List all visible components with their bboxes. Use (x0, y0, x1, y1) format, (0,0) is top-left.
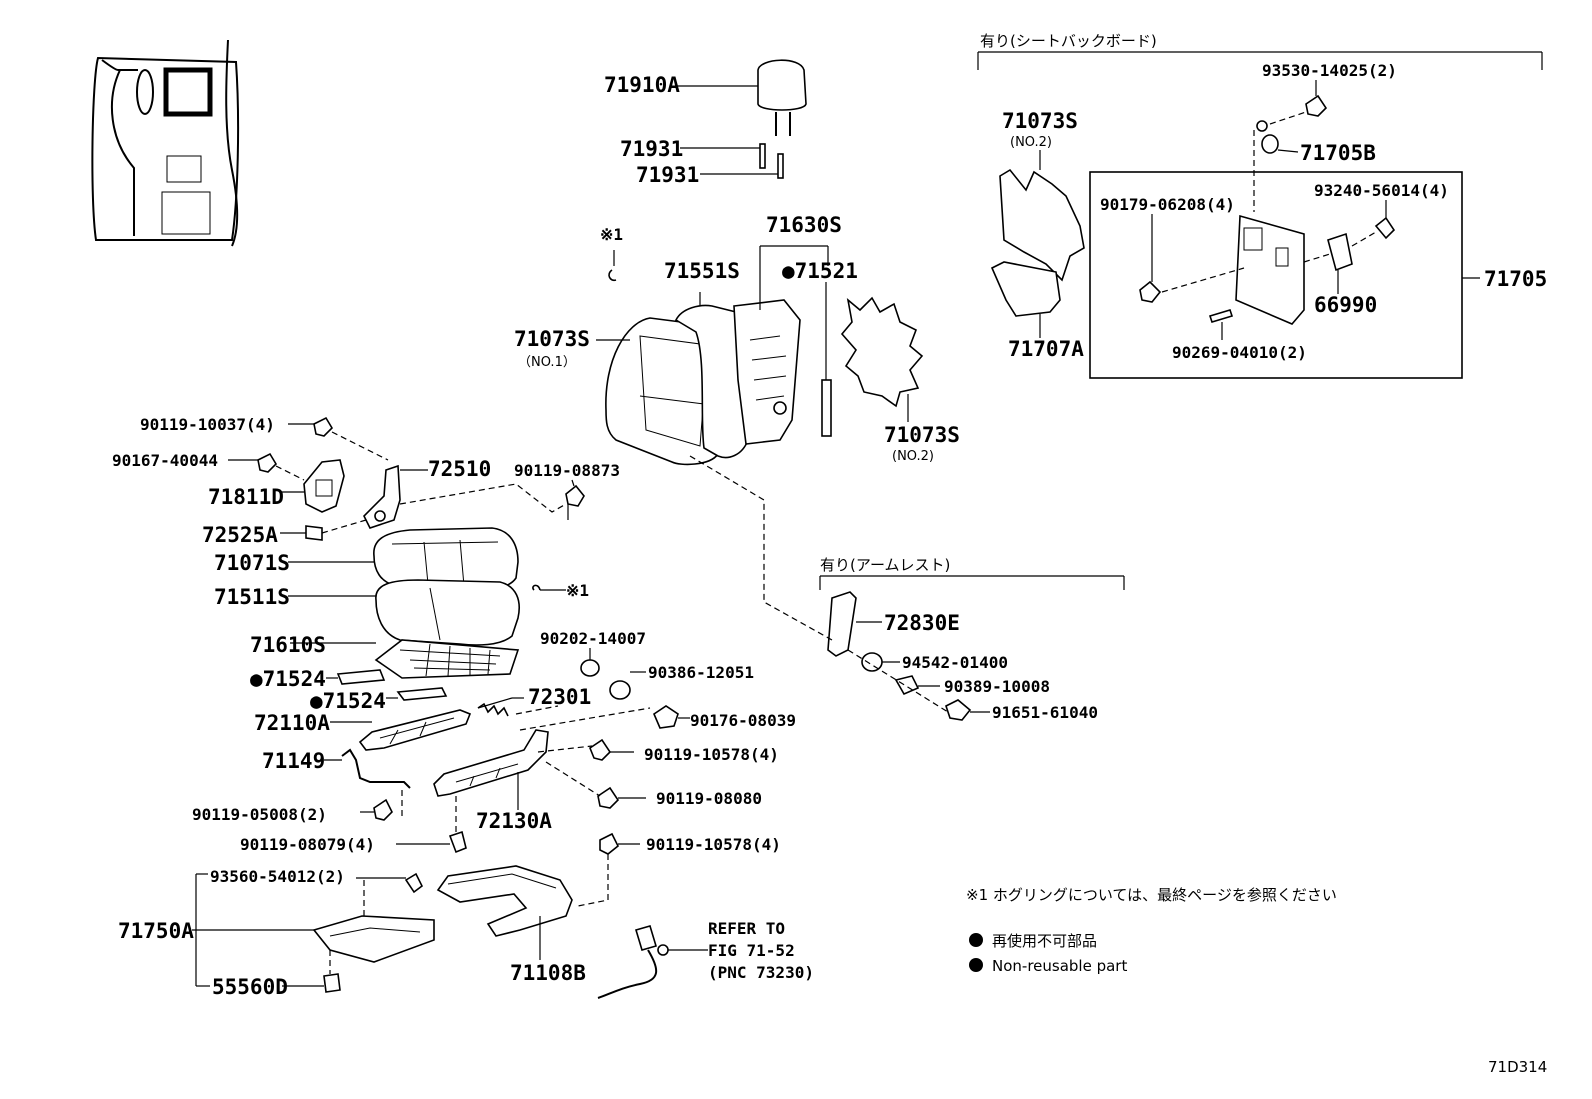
cushion-frame-part (290, 639, 520, 679)
label-71931-a: 71931 (620, 137, 683, 161)
armrest-header: 有り(アームレスト) (820, 556, 950, 574)
label-71521: ●71521 (782, 259, 858, 283)
label-71524-a: ●71524 (250, 667, 326, 691)
label-71610S: 71610S (250, 633, 326, 657)
label-90167-40044: 90167-40044 (112, 451, 218, 470)
headrest-guide-parts (680, 143, 784, 179)
label-72830E: 72830E (884, 611, 960, 635)
label-no1: （NO.1） (518, 355, 576, 370)
note-nonreusable-en: Non-reusable part (992, 957, 1127, 975)
label-90119-08079: 90119-08079(4) (240, 835, 375, 854)
label-71811D: 71811D (208, 485, 284, 509)
diagram-id: 71D314 (1488, 1058, 1547, 1076)
note-hog-ring: ※1 ホグリングについては、最終ページを参照ください (966, 886, 1337, 904)
label-94542-01400: 94542-01400 (902, 653, 1008, 672)
label-93530-14025: 93530-14025(2) (1262, 61, 1397, 80)
bracket-71750A-leaders (192, 873, 406, 987)
label-71524-b: ●71524 (310, 689, 386, 713)
vehicle-location-inset (91, 39, 240, 247)
label-71511S: 71511S (214, 585, 290, 609)
seat-cushion-cover-part (288, 527, 519, 590)
under-seat-riser-part (436, 865, 573, 960)
armrest-bracket-group (689, 455, 1125, 721)
seatback-board-part (840, 296, 924, 422)
label-refer-to: REFER TO (708, 919, 785, 938)
legend-bullet-en (969, 958, 983, 972)
legend-bullet-jp (969, 933, 983, 947)
label-no2-top: (NO.2) (1010, 135, 1052, 150)
label-no2-mid: (NO.2) (892, 449, 934, 464)
label-90202-14007: 90202-14007 (540, 629, 646, 648)
label-93240-56014: 93240-56014(4) (1314, 181, 1449, 200)
hog-ring-mid (532, 584, 566, 591)
label-72130A: 72130A (476, 809, 552, 833)
label-star1-top: ※1 (600, 225, 623, 244)
label-71750A: 71750A (118, 919, 194, 943)
label-72301: 72301 (528, 685, 591, 709)
under-seat-tray-part (312, 872, 435, 993)
seat-cushion-pad-part (288, 579, 520, 646)
adjuster-spring-part (477, 697, 524, 717)
label-refer-fig: FIG 71-52 (708, 941, 795, 960)
label-90119-05008: 90119-05008(2) (192, 805, 327, 824)
adjuster-bar-part (324, 748, 411, 789)
label-71931-b: 71931 (636, 163, 699, 187)
label-55560D: 55560D (212, 975, 288, 999)
seatback-frame-part (733, 245, 829, 445)
label-71707A: 71707A (1008, 337, 1084, 361)
label-90179-06208: 90179-06208(4) (1100, 195, 1235, 214)
label-star1-mid: ※1 (566, 581, 589, 600)
label-90119-08873: 90119-08873 (514, 461, 620, 480)
label-71705: 71705 (1484, 267, 1547, 291)
reclining-cover-part (280, 459, 345, 513)
label-71705B: 71705B (1300, 141, 1376, 165)
hog-ring-top (608, 250, 617, 282)
label-71149: 71149 (262, 749, 325, 773)
label-71073S-no1: 71073S (514, 327, 590, 351)
seat-belt-harness-part (597, 925, 708, 999)
seat-track-outer-part (433, 705, 559, 810)
seatback-wire-part (821, 282, 832, 437)
label-71630S: 71630S (766, 213, 842, 237)
label-71073S-no2-mid: 71073S (884, 423, 960, 447)
label-90269-04010: 90269-04010(2) (1172, 343, 1307, 362)
label-66990: 66990 (1314, 293, 1377, 317)
label-72510: 72510 (428, 457, 491, 481)
seat-track-inner-part (330, 709, 472, 751)
label-90119-08080: 90119-08080 (656, 789, 762, 808)
label-72110A: 72110A (254, 711, 330, 735)
label-90119-10578-b: 90119-10578(4) (646, 835, 781, 854)
note-nonreusable-jp: 再使用不可部品 (992, 932, 1097, 950)
label-90389-10008: 90389-10008 (944, 677, 1050, 696)
bolts-upper-left (228, 416, 585, 541)
label-90119-10578-a: 90119-10578(4) (644, 745, 779, 764)
recliner-bracket-part (363, 464, 428, 529)
seatback-cover-part (596, 317, 729, 466)
headrest-part (676, 59, 807, 136)
label-90386-12051: 90386-12051 (648, 663, 754, 682)
label-71108B: 71108B (510, 961, 586, 985)
cushion-pads-71524 (326, 669, 448, 701)
seatback-board-header: 有り(シートバックボード) (980, 32, 1157, 50)
label-72525A: 72525A (202, 523, 278, 547)
adjuster-bolts (360, 648, 690, 907)
label-refer-pnc: (PNC 73230) (708, 963, 814, 982)
label-91651-61040: 91651-61040 (992, 703, 1098, 722)
label-90176-08039: 90176-08039 (690, 711, 796, 730)
label-71073S-no2-top: 71073S (1002, 109, 1078, 133)
label-90119-10037: 90119-10037(4) (140, 415, 275, 434)
label-93560-54012: 93560-54012(2) (210, 867, 345, 886)
label-71551S: 71551S (664, 259, 740, 283)
label-71071S: 71071S (214, 551, 290, 575)
label-71910A: 71910A (604, 73, 680, 97)
seatback-board-group (977, 51, 1543, 379)
